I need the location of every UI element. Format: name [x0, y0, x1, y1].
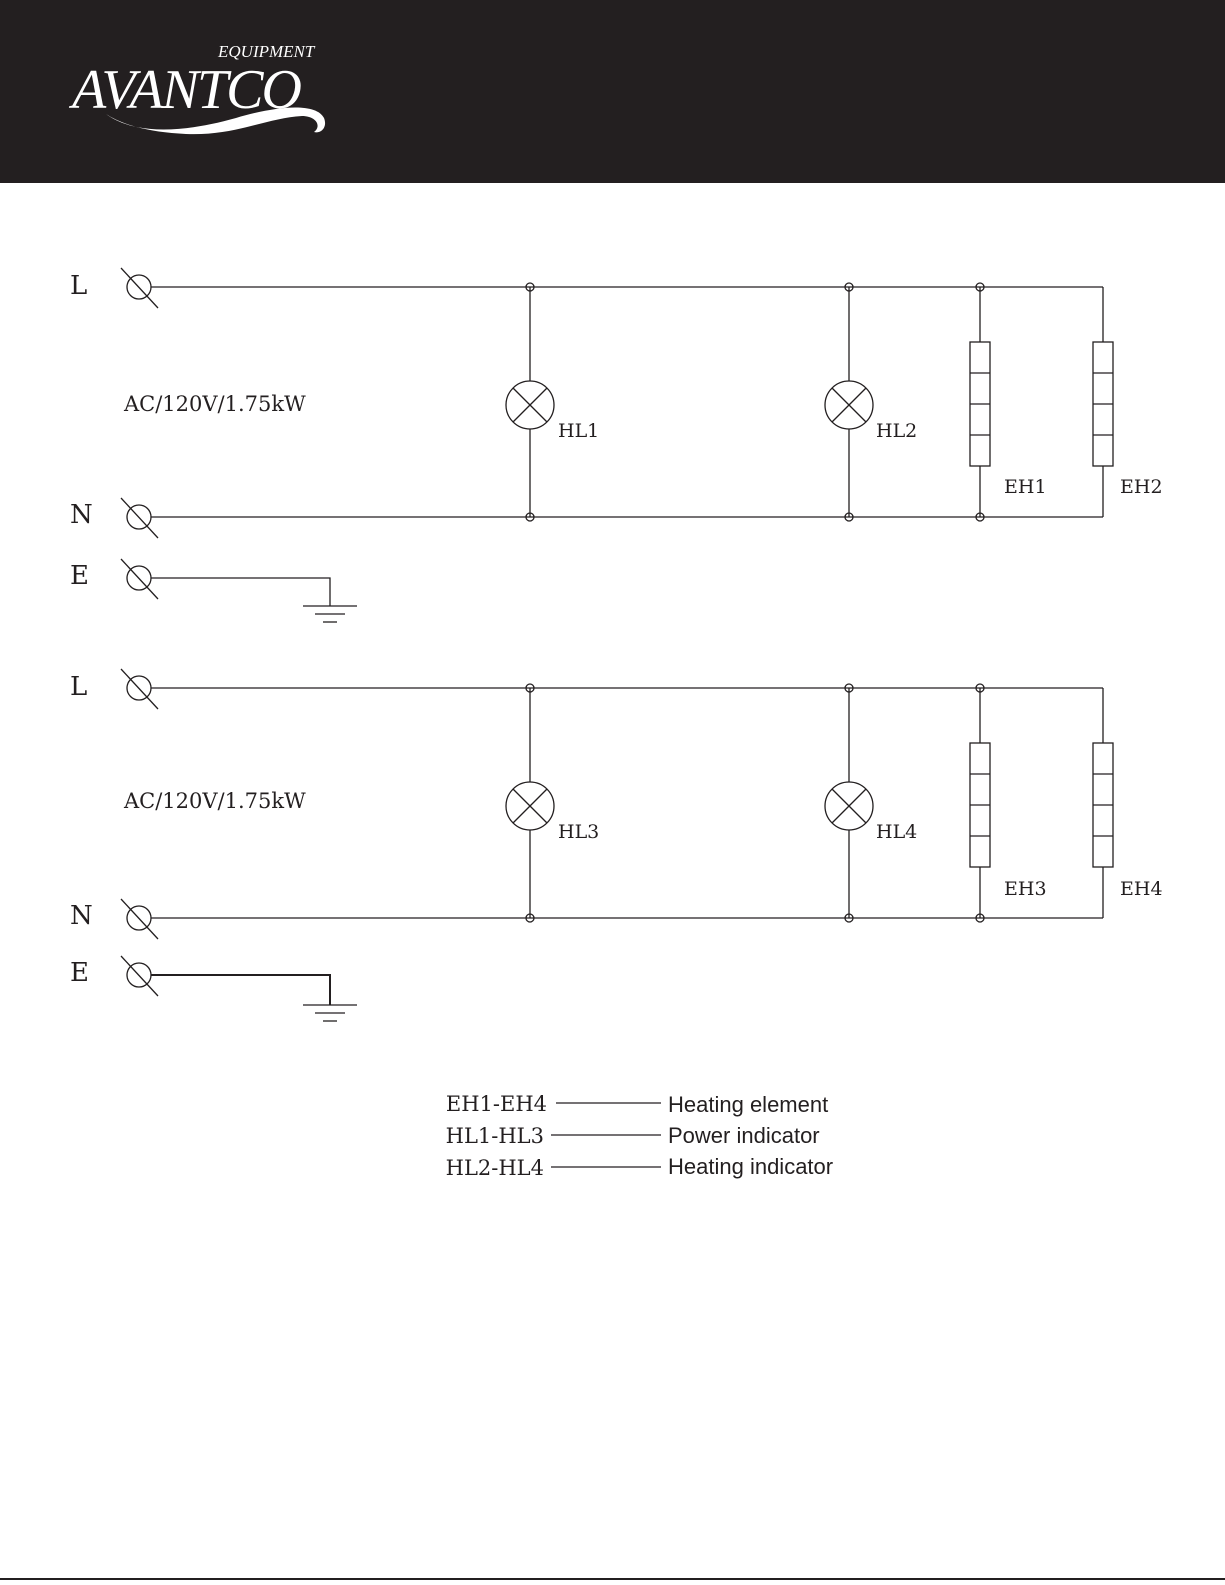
lamp-label: HL4: [876, 821, 917, 843]
heater-eh3-symbol: [970, 684, 990, 922]
heater-eh4-symbol: [1093, 743, 1113, 867]
earth-ground-symbol: [151, 578, 357, 622]
legend-code: HL2-HL4: [446, 1156, 544, 1180]
bottom-rule: [0, 1578, 1225, 1580]
terminal-l-symbol: [121, 669, 158, 709]
lamp-hl4-symbol: [825, 684, 873, 922]
legend-code: EH1-EH4: [446, 1092, 547, 1116]
supply-spec-label: AC/120V/1.75kW: [123, 789, 306, 813]
terminal-l-label: L: [70, 672, 87, 702]
heater-eh2-symbol: [1093, 342, 1113, 466]
earth-ground-symbol: [151, 975, 357, 1021]
legend-code: HL1-HL3: [446, 1124, 544, 1148]
supply-spec-label: AC/120V/1.75kW: [123, 392, 306, 416]
terminal-n-label: N: [70, 500, 93, 530]
legend-desc: Heating element: [668, 1092, 828, 1117]
heater-label: EH3: [1004, 878, 1047, 900]
lamp-hl2-symbol: [825, 283, 873, 521]
lamp-hl3-symbol: [506, 684, 554, 922]
lamp-label: HL3: [558, 821, 599, 843]
terminal-e-label: E: [70, 561, 89, 591]
heater-eh1-symbol: [970, 283, 990, 521]
legend-desc: Power indicator: [668, 1123, 820, 1148]
terminal-l-label: L: [70, 271, 87, 301]
heater-label: EH1: [1004, 476, 1047, 498]
legend-desc: Heating indicator: [668, 1154, 833, 1179]
terminal-n-label: N: [70, 901, 93, 931]
heater-label: EH2: [1120, 476, 1163, 498]
lamp-label: HL1: [558, 420, 599, 442]
terminal-e-symbol: [121, 559, 158, 599]
terminal-l-symbol: [121, 268, 158, 308]
circuit-2: [121, 669, 1113, 1021]
lamp-label: HL2: [876, 420, 917, 442]
terminal-e-label: E: [70, 958, 89, 988]
terminal-n-symbol: [121, 498, 158, 538]
lamp-hl1-symbol: [506, 283, 554, 521]
terminal-n-symbol: [121, 899, 158, 939]
circuit-1: [121, 268, 1113, 622]
heater-label: EH4: [1120, 878, 1163, 900]
